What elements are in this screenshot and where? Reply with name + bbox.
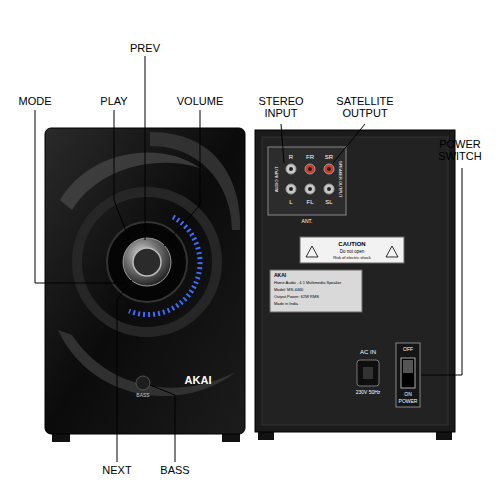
caution-label: CAUTION xyxy=(338,241,365,248)
rating-label: AKAI xyxy=(274,273,286,279)
jack-label: FR xyxy=(306,154,314,161)
callout-label: STEREO INPUT xyxy=(251,95,311,119)
jack-label: R xyxy=(289,154,293,161)
jack-label: L xyxy=(289,199,292,206)
callout-label: SATELLITE OUTPUT xyxy=(325,95,405,119)
jack-label: SR xyxy=(325,154,333,161)
callout-label: BASS xyxy=(160,464,189,476)
panel-label: ANT. xyxy=(302,219,313,225)
button-label: BASS xyxy=(136,393,149,399)
jack-label: FL xyxy=(306,199,313,206)
callout-label: MODE xyxy=(19,95,52,107)
callout-label: PREV xyxy=(130,42,160,54)
jack-label: SL xyxy=(325,199,332,206)
panel-label: AUDIO INPUT xyxy=(275,166,279,192)
caution-label: Risk of electric shock xyxy=(333,256,371,260)
callout-label: NEXT xyxy=(102,464,131,476)
switch-label: ON xyxy=(404,392,412,398)
switch-label: OFF xyxy=(403,347,413,353)
callout-label: VOLUME xyxy=(177,95,223,107)
callout-label: POWER SWITCH xyxy=(432,138,488,162)
rating-label: Output Power: 62W RMS xyxy=(274,295,319,299)
caution-label: Do not open xyxy=(340,250,365,255)
callout-label: PLAY xyxy=(100,95,127,107)
socket-label: 230V 50Hz xyxy=(356,390,381,396)
rating-label: Model: MS-4460 xyxy=(274,288,303,292)
back-speaker xyxy=(255,130,455,440)
brand-logo: AKAI xyxy=(185,374,212,386)
socket-label: AC IN xyxy=(360,349,376,356)
rating-label: Home Audio - 4.1 Multimedia Speaker xyxy=(274,281,341,285)
panel-label: SPEAKER OUTPUT xyxy=(338,161,342,197)
rating-label: Made in India xyxy=(274,302,298,306)
switch-label: POWER xyxy=(399,399,418,405)
leader-lines xyxy=(35,56,462,462)
